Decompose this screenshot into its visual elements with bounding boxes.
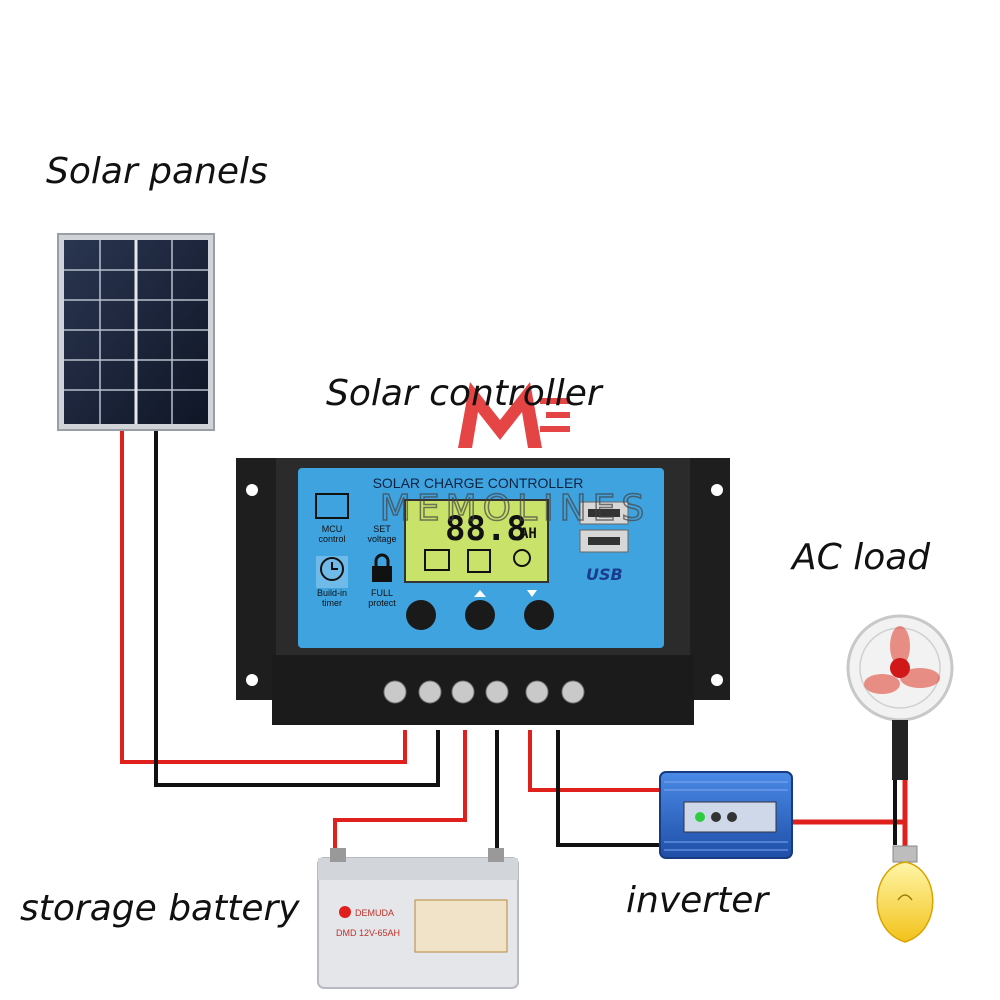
label-solar-controller: Solar controller — [326, 373, 602, 414]
storage-battery — [317, 848, 519, 989]
battery-brand: DEMUDA — [355, 908, 394, 918]
usb-label: USB — [586, 565, 623, 584]
label-storage-battery: storage battery — [20, 888, 300, 929]
watermark-text: MEMOLINES — [380, 488, 650, 529]
label-ac-load: AC load — [792, 537, 931, 578]
inverter — [659, 771, 793, 859]
label-inverter: inverter — [626, 880, 769, 921]
wire-load-red — [790, 780, 908, 825]
protect-label-1: FULL — [371, 588, 393, 598]
wires — [120, 430, 908, 855]
controller-button-up — [465, 600, 495, 630]
battery-brand-icon — [339, 906, 351, 918]
lcd-screen — [404, 499, 549, 583]
up-arrow-icon — [474, 590, 486, 597]
controller-button-down — [524, 600, 554, 630]
wire-panel-negative — [154, 430, 440, 787]
wire-panel-positive — [120, 430, 407, 764]
down-arrow-icon — [527, 590, 537, 597]
timer-label-1: Build-in — [317, 588, 347, 598]
watermark-logo-icon — [458, 382, 542, 448]
lcd-battery-icon — [467, 549, 491, 573]
mcu-label-2: control — [318, 534, 345, 544]
lcd-unit: AH — [520, 526, 537, 542]
wire-inverter-negative — [556, 730, 660, 847]
timer-label-2: timer — [322, 598, 342, 608]
lock-icon — [372, 566, 392, 582]
mcu-label-1: MCU — [322, 524, 343, 534]
light-bulb-icon — [876, 845, 934, 943]
clock-icon — [320, 557, 344, 581]
terminal-screws — [383, 680, 585, 704]
protect-label-2: protect — [368, 598, 396, 608]
fan-icon — [846, 614, 954, 780]
set-label-1: SET — [373, 524, 391, 534]
lcd-value: 88.8 — [445, 509, 527, 549]
controller-button-menu — [406, 600, 436, 630]
lcd-panel-icon — [424, 549, 450, 571]
solar-panel — [57, 233, 215, 431]
lcd-bulb-icon — [513, 549, 531, 567]
wire-inverter-positive — [528, 730, 660, 792]
solar-controller — [236, 458, 730, 725]
mcu-icon — [315, 493, 349, 519]
label-solar-panels: Solar panels — [46, 151, 268, 192]
set-label-2: voltage — [367, 534, 396, 544]
watermark — [458, 382, 570, 448]
controller-header: SOLAR CHARGE CONTROLLER — [373, 475, 584, 491]
inverter-light-icon — [695, 812, 705, 822]
wire-battery-positive — [333, 730, 467, 855]
battery-model: DMD 12V-65AH — [336, 928, 400, 938]
